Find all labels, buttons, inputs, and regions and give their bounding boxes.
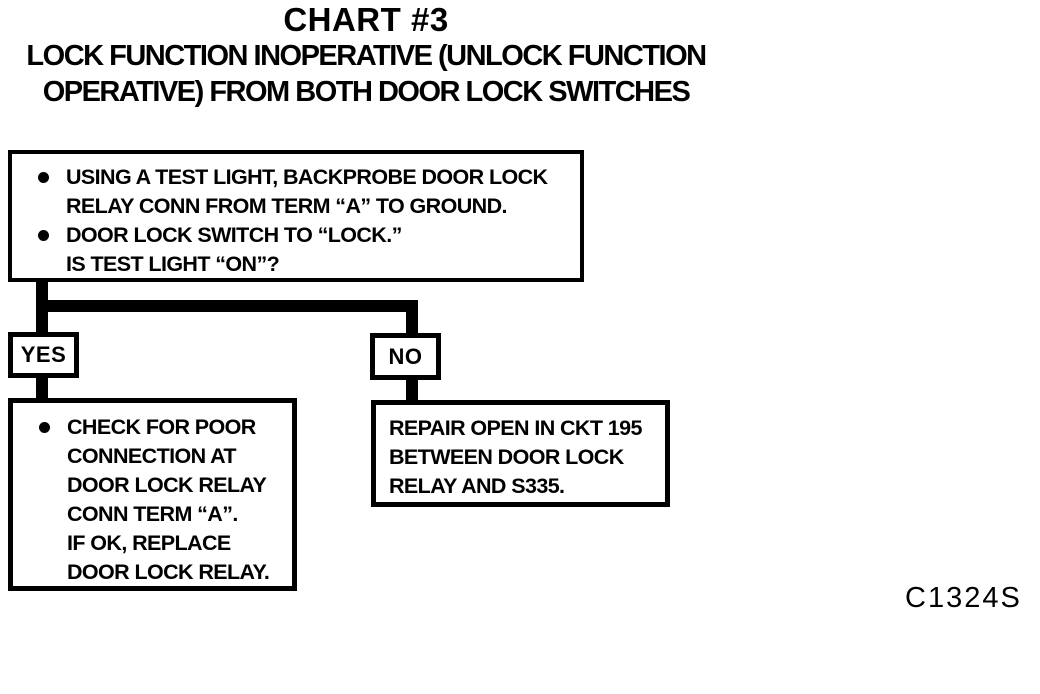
decision-line: DOOR LOCK SWITCH TO “LOCK.” — [66, 223, 402, 247]
chart-header: CHART #3 LOCK FUNCTION INOPERATIVE (UNLO… — [0, 2, 732, 110]
yes-result-line: CHECK FOR POOR — [67, 415, 256, 439]
decision-line: RELAY CONN FROM TERM “A” TO GROUND. — [66, 194, 507, 218]
bullet-icon — [38, 230, 49, 241]
figure-code: C1324S — [905, 582, 1022, 614]
decision-line: IS TEST LIGHT “ON”? — [66, 252, 280, 276]
decision-bullet-2-text: DOOR LOCK SWITCH TO “LOCK.” IS TEST LIGH… — [66, 221, 402, 279]
chart-title: CHART #3 — [283, 1, 449, 38]
yes-result-box: CHECK FOR POOR CONNECTION AT DOOR LOCK R… — [8, 398, 297, 591]
connector-no-to-result — [406, 378, 418, 402]
no-result-line: REPAIR OPEN IN CKT 195 — [389, 416, 642, 440]
decision-line: USING A TEST LIGHT, BACKPROBE DOOR LOCK — [66, 165, 548, 189]
chart-subtitle-line2: OPERATIVE) FROM BOTH DOOR LOCK SWITCHES — [42, 76, 691, 108]
no-result-text: REPAIR OPEN IN CKT 195 BETWEEN DOOR LOCK… — [389, 414, 663, 501]
no-result-box: REPAIR OPEN IN CKT 195 BETWEEN DOOR LOCK… — [371, 400, 670, 507]
decision-bullet-1: USING A TEST LIGHT, BACKPROBE DOOR LOCK … — [26, 163, 576, 221]
yes-result-line: DOOR LOCK RELAY. — [67, 560, 270, 584]
no-branch-label: NO — [370, 333, 441, 380]
bullet-icon — [39, 422, 50, 433]
decision-box: USING A TEST LIGHT, BACKPROBE DOOR LOCK … — [8, 150, 584, 282]
yes-result-bullet-row: CHECK FOR POOR CONNECTION AT DOOR LOCK R… — [27, 413, 290, 587]
bullet-icon — [38, 172, 49, 183]
yes-result-line: DOOR LOCK RELAY — [67, 473, 267, 497]
yes-result-line: IF OK, REPLACE — [67, 531, 231, 555]
connector-branch-horizontal — [36, 300, 418, 312]
yes-branch-label: YES — [8, 332, 79, 378]
no-result-line: RELAY AND S335. — [389, 474, 565, 498]
decision-bullet-1-text: USING A TEST LIGHT, BACKPROBE DOOR LOCK … — [66, 163, 548, 221]
yes-result-text: CHECK FOR POOR CONNECTION AT DOOR LOCK R… — [67, 413, 270, 587]
chart-subtitle-line1: LOCK FUNCTION INOPERATIVE (UNLOCK FUNCTI… — [26, 40, 707, 72]
connector-yes-to-result — [36, 376, 48, 400]
connector-branch-to-no — [406, 306, 418, 334]
decision-bullet-2: DOOR LOCK SWITCH TO “LOCK.” IS TEST LIGH… — [26, 221, 576, 279]
yes-result-line: CONNECTION AT — [67, 444, 237, 468]
yes-result-line: CONN TERM “A”. — [67, 502, 238, 526]
no-result-line: BETWEEN DOOR LOCK — [389, 445, 624, 469]
